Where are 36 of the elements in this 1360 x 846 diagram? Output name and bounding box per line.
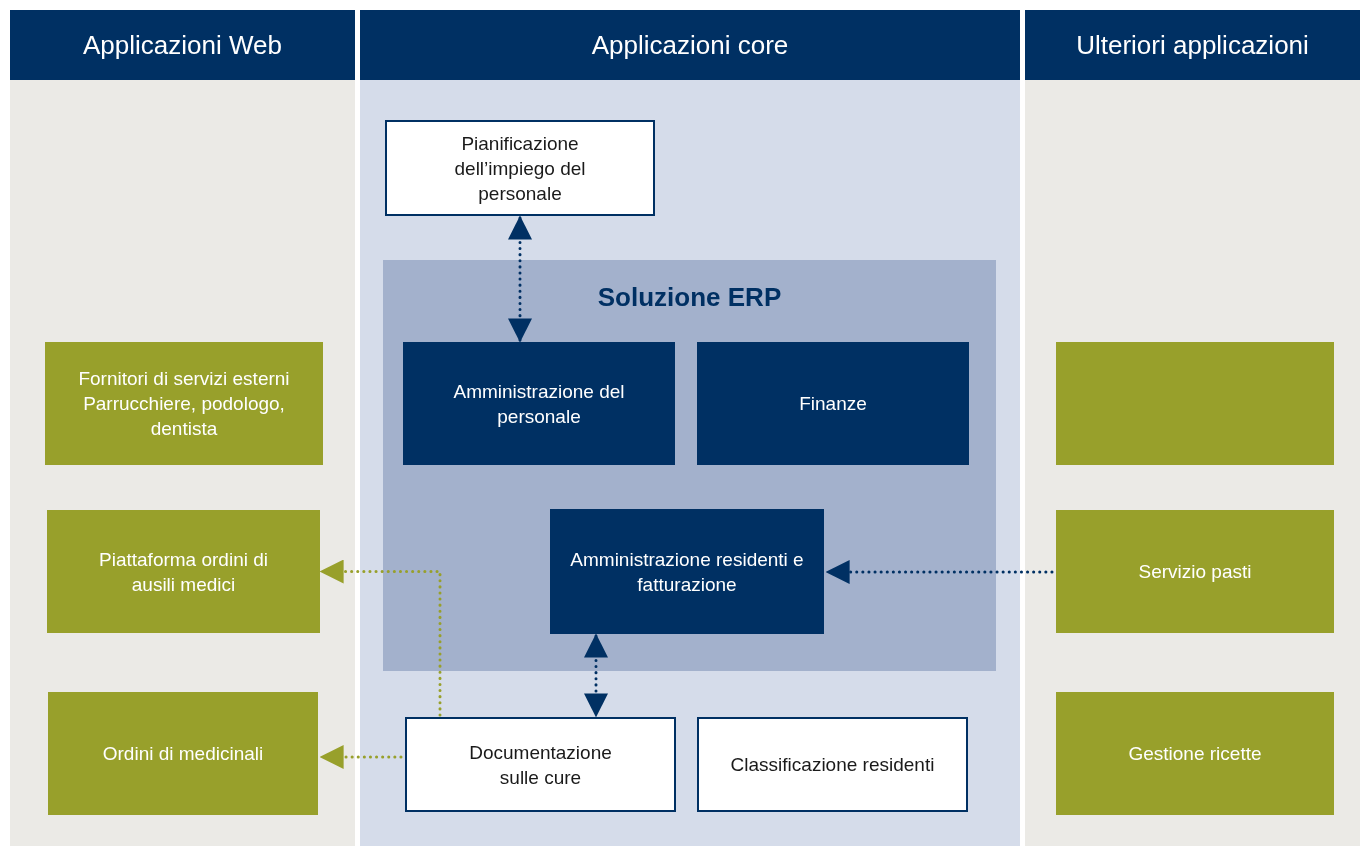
box-label: Servizio pasti [1137,560,1253,584]
external-app-box [45,342,323,465]
module-box [403,342,675,465]
column-header: Applicazioni Web [10,10,355,80]
box-label: Gestione ricette [1127,742,1263,766]
box-label: Finanze [798,392,868,416]
process-box [405,717,676,812]
box-label: Documentazione sulle cure [468,740,613,790]
external-app-box [1056,692,1334,815]
external-app-box [1056,510,1334,633]
external-app-box [48,692,318,815]
dotted-arrow [319,745,403,769]
column-panel [1025,10,1360,846]
process-box [385,120,655,216]
box-label: Classificazione residenti [729,753,936,777]
box-label: Ordini di medicinali [101,742,265,766]
box-label: Amministrazione del personale [452,379,626,429]
column-header: Ulteriori applicazioni [1025,10,1360,80]
box-label: Piattaforma ordini di ausili medici [98,547,269,597]
box-label: Amministrazione residenti e fatturazione [569,547,805,597]
column-panel [10,10,355,846]
box-label: Fornitori di servizi esterni Parrucchiere, podologo, dentista [77,367,291,441]
module-box [697,342,969,465]
module-box [550,509,824,634]
dotted-arrow [584,633,608,718]
external-app-box [1056,342,1334,465]
erp-group-panel [383,260,996,671]
group-title: Soluzione ERP [597,282,782,313]
external-app-box [47,510,320,633]
dotted-arrow [825,560,1054,584]
process-box [697,717,968,812]
dotted-arrow [508,215,532,343]
column-panel [360,10,1020,846]
column-header: Applicazioni core [360,10,1020,80]
box-label: Pianificazione dell’impiego del personale [453,131,587,206]
dotted-arrow [319,559,442,717]
